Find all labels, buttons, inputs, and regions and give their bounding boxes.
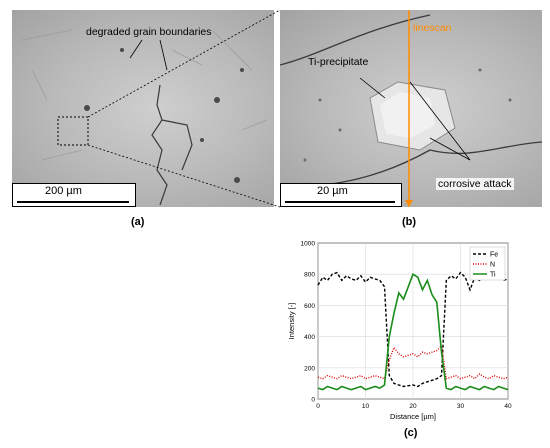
x-axis-label: Distance [µm]: [390, 412, 436, 421]
y-tick-label: 800: [304, 272, 315, 279]
grain-structure-b: [280, 10, 542, 207]
grain-structure-a: [21, 29, 268, 206]
y-tick-label: 1000: [301, 241, 316, 248]
y-tick-label: 600: [304, 303, 315, 310]
legend-label-ti: Ti: [490, 272, 496, 279]
annotation-ti-precipitate: Ti-precipitate: [308, 56, 369, 68]
annotation-corrosive-attack: corrosive attack: [436, 178, 514, 190]
annotation-grain-boundaries: degraded grain boundaries: [86, 26, 212, 38]
scale-bar-a: 200 µm: [12, 183, 136, 207]
x-tick-label: 40: [504, 403, 512, 410]
y-tick-label: 400: [304, 334, 315, 341]
sem-image-b: linescan Ti-precipitate corrosive attack…: [280, 10, 542, 207]
scale-bar-line: [17, 201, 129, 203]
y-tick-label: 200: [304, 365, 315, 372]
scale-bar-line: [285, 201, 395, 203]
annotation-linescan: linescan: [413, 22, 452, 34]
x-tick-label: 30: [457, 403, 465, 410]
sem-image-a: degraded grain boundaries 200 µm: [12, 10, 274, 207]
caption-b: (b): [402, 216, 417, 228]
caption-c: (c): [404, 427, 418, 439]
legend-label-n: N: [490, 262, 495, 269]
y-tick-label: 0: [311, 397, 315, 404]
series-line-n: [317, 344, 509, 380]
x-tick-label: 20: [409, 403, 417, 410]
legend-box: [469, 246, 506, 281]
zoom-connector: [87, 9, 281, 208]
x-tick-label: 0: [316, 403, 320, 410]
x-tick-label: 10: [362, 403, 370, 410]
y-axis-label: Intensity [-]: [287, 303, 296, 340]
scale-bar-label: 20 µm: [317, 185, 348, 197]
series-line-ti: [317, 272, 509, 391]
scale-bar-label: 200 µm: [45, 185, 82, 197]
scale-bar-b: 20 µm: [280, 183, 402, 207]
caption-a: (a): [131, 216, 145, 228]
sem-background-a: [12, 10, 274, 207]
legend-label-fe: Fe: [490, 252, 498, 259]
